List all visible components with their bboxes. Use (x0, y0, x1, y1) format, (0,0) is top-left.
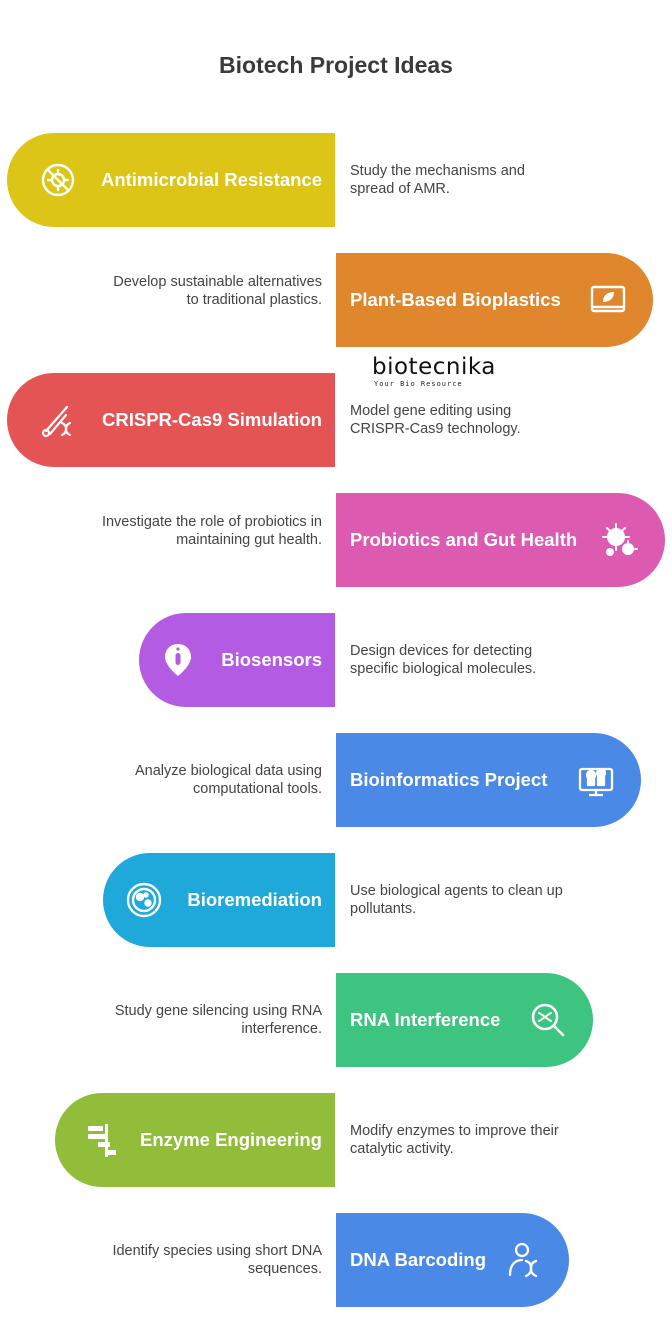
page-title: Biotech Project Ideas (219, 52, 453, 78)
pill-label: DNA Barcoding (350, 1249, 487, 1270)
pill-label: Bioinformatics Project (350, 769, 548, 790)
monitor-molecules-icon (577, 761, 615, 799)
pill-antimicrobial-resistance: Antimicrobial Resistance (7, 133, 335, 227)
pill-label: CRISPR-Cas9 Simulation (102, 409, 322, 430)
pill-dna-barcoding: DNA Barcoding (336, 1213, 569, 1307)
pill-probiotics-and-gut-health: Probiotics and Gut Health (336, 493, 665, 587)
description-antimicrobial-resistance: Study the mechanisms and spread of AMR. (350, 163, 525, 197)
pill-label: Probiotics and Gut Health (350, 529, 578, 550)
pill-bioinformatics-project: Bioinformatics Project (336, 733, 641, 827)
microbe-blocked-icon (39, 161, 77, 199)
scissors-dna-icon (40, 401, 78, 439)
pill-enzyme-engineering: Enzyme Engineering (55, 1093, 335, 1187)
pill-biosensors: Biosensors (139, 613, 335, 707)
description-probiotics-and-gut-health: Investigate the role of probiotics in ma… (101, 514, 322, 548)
logo-tagline: Your Bio Resource (374, 380, 463, 388)
pill-label: RNA Interference (350, 1009, 501, 1030)
person-dna-icon (505, 1241, 543, 1279)
description-bioinformatics-project: Analyze biological data using computatio… (134, 763, 322, 797)
logo-wordmark: biotecnika (372, 354, 496, 380)
bacteria-cluster-icon (601, 521, 639, 559)
pill-bioremediation: Bioremediation (103, 853, 335, 947)
pill-rna-interference: RNA Interference (336, 973, 593, 1067)
description-crispr-cas9-simulation: Model gene editing using CRISPR-Cas9 tec… (350, 403, 521, 437)
pill-label: Biosensors (221, 649, 322, 670)
description-enzyme-engineering: Modify enzymes to improve their catalyti… (350, 1123, 559, 1157)
description-dna-barcoding: Identify species using short DNA sequenc… (112, 1243, 322, 1277)
biotecnika-logo: biotecnika Your Bio Resource (370, 354, 496, 394)
description-rna-interference: Study gene silencing using RNA interfere… (114, 1003, 322, 1037)
description-biosensors: Design devices for detecting specific bi… (350, 643, 537, 677)
pill-label: Enzyme Engineering (140, 1129, 322, 1150)
leaf-monitor-icon (589, 281, 627, 319)
pill-label: Bioremediation (187, 889, 322, 910)
gantt-blocks-icon (84, 1121, 122, 1159)
magnifier-dna-icon (529, 1001, 567, 1039)
pill-label: Antimicrobial Resistance (100, 169, 322, 190)
pill-plant-based-bioplastics: Plant-Based Bioplastics (336, 253, 653, 347)
description-plant-based-bioplastics: Develop sustainable alternatives to trad… (113, 274, 322, 308)
description-bioremediation: Use biological agents to clean up pollut… (350, 883, 563, 917)
pill-label: Plant-Based Bioplastics (350, 289, 561, 310)
petri-dish-icon (125, 881, 163, 919)
pill-crispr-cas9-simulation: CRISPR-Cas9 Simulation (7, 373, 335, 467)
location-test-tube-icon (159, 641, 197, 679)
